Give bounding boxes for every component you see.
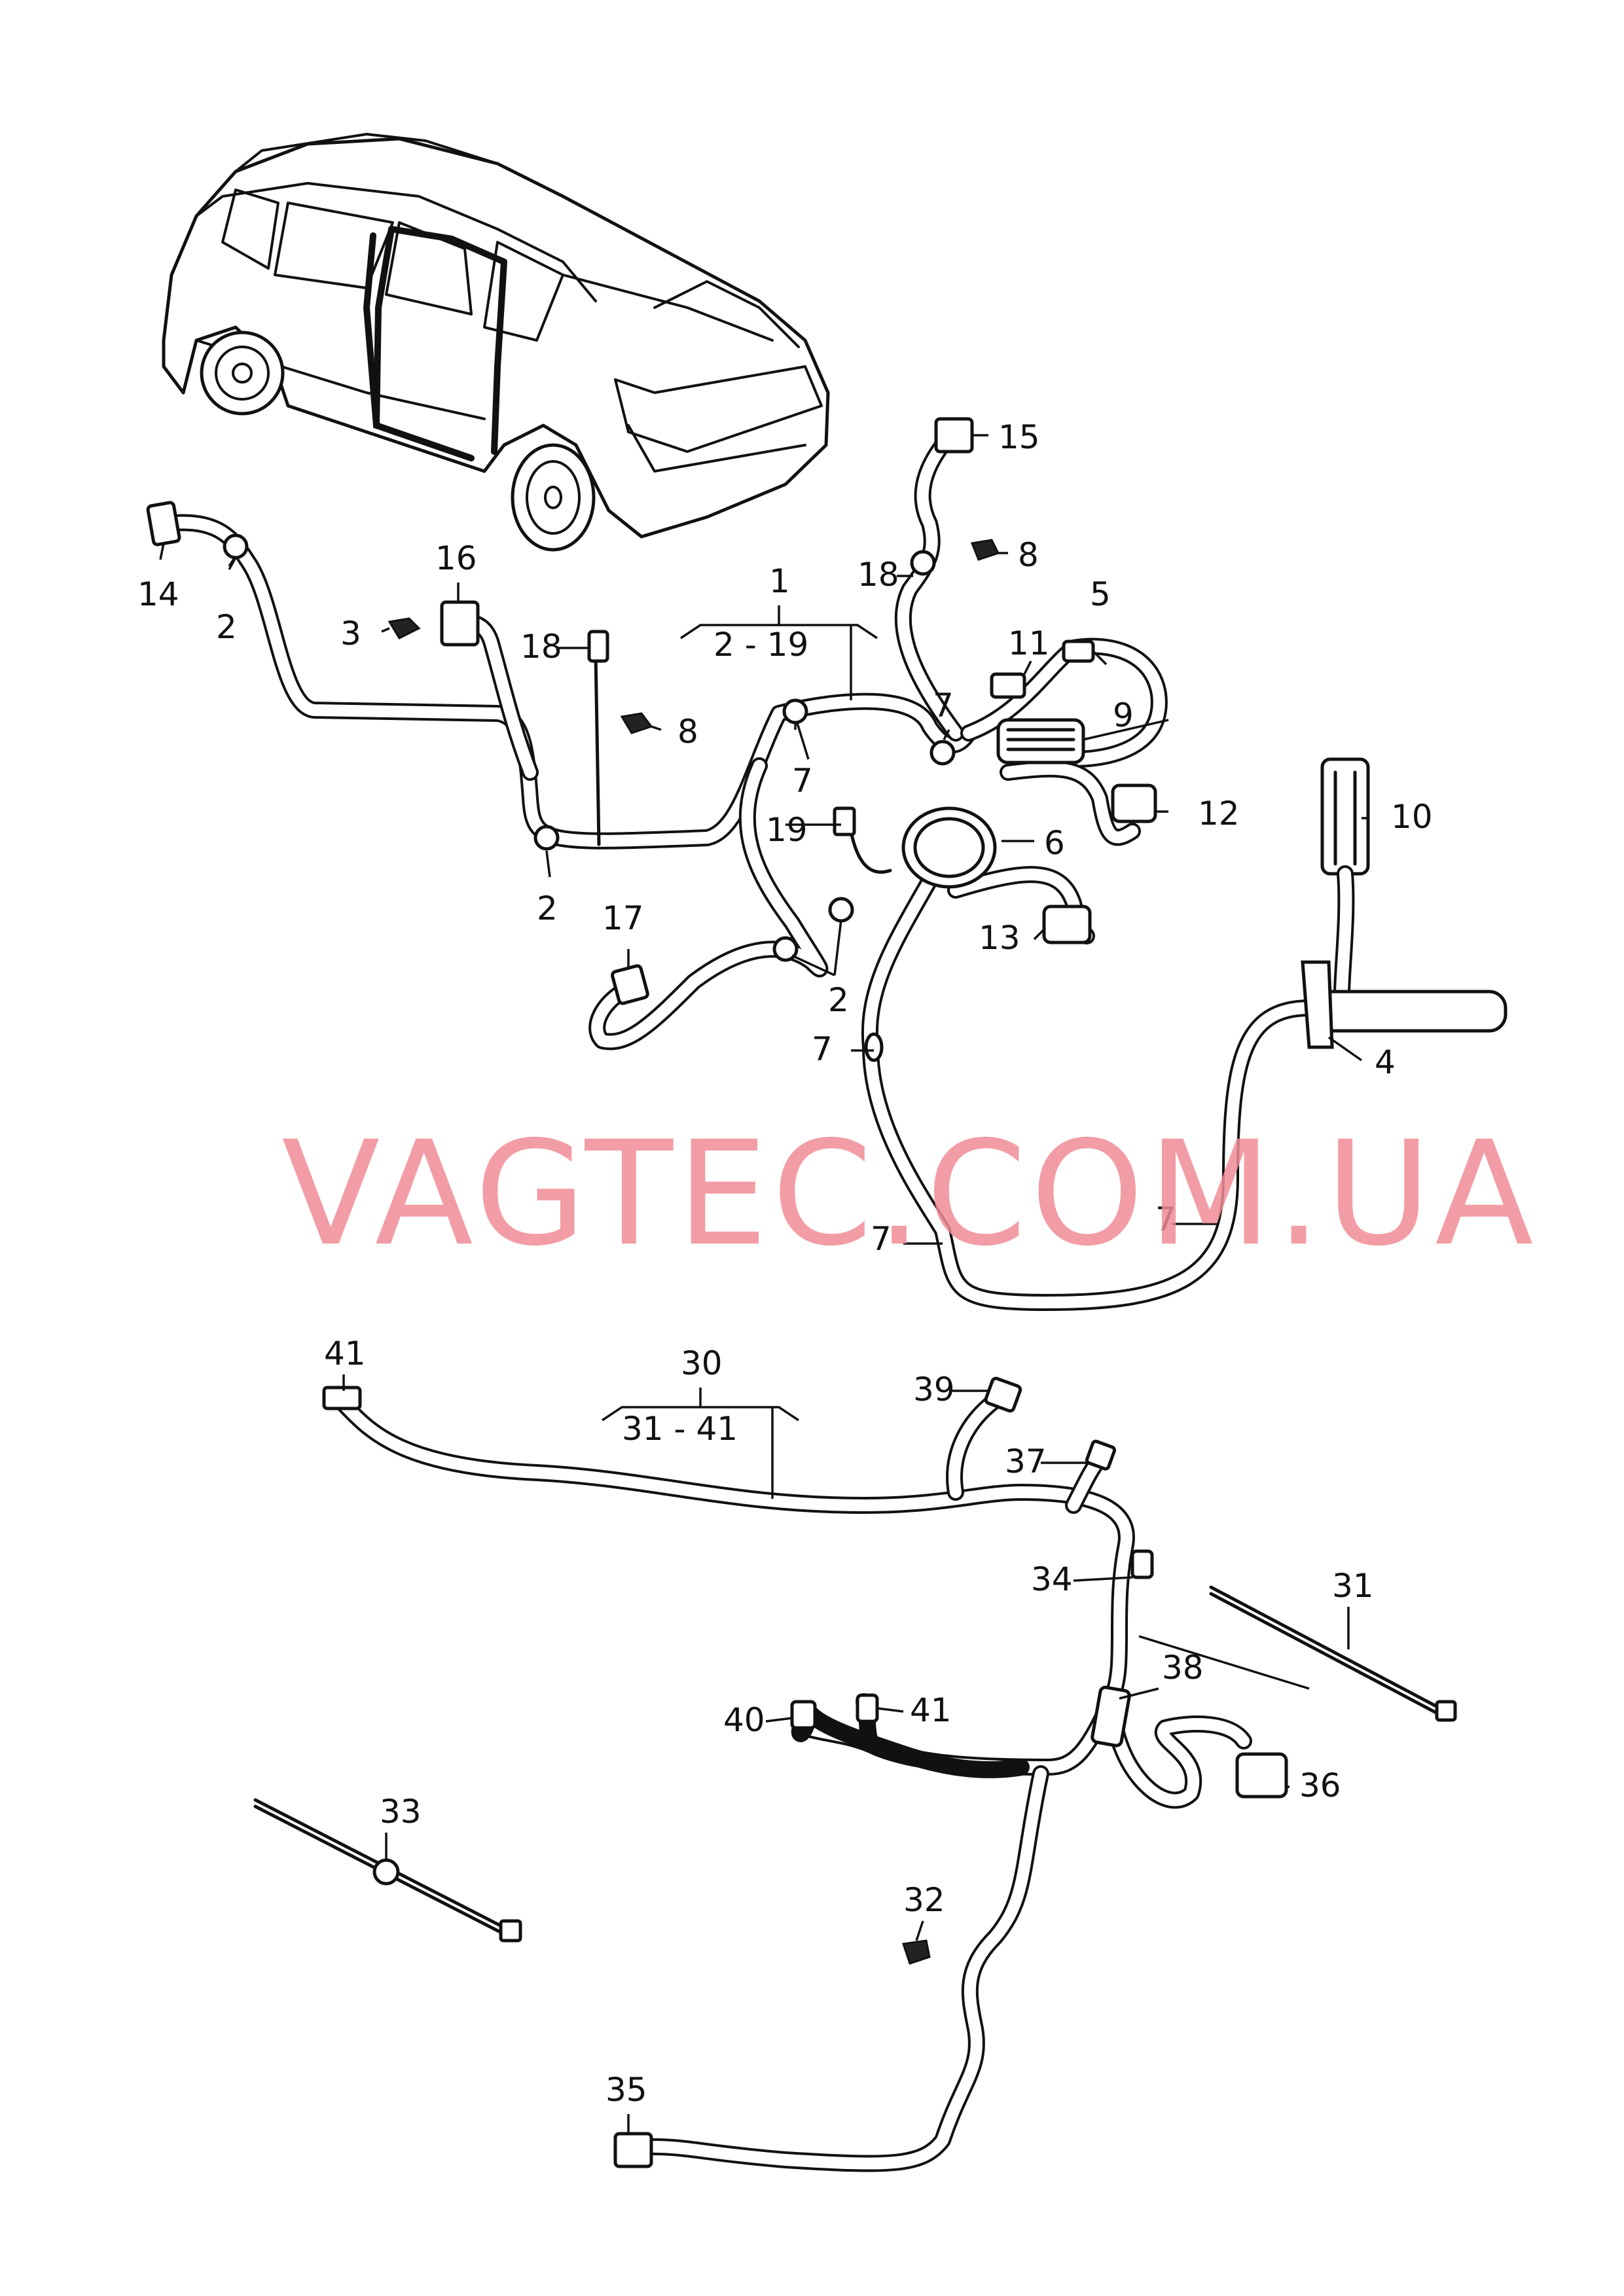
label-2-19: 2 - 19 (713, 626, 808, 664)
label-19: 19 (766, 811, 808, 849)
label-35: 35 (605, 2071, 647, 2109)
label-2-left: 2 (216, 608, 237, 646)
label-38: 38 (1162, 1649, 1204, 1687)
watermark-text: VAGTEC.COM.UA (281, 1110, 1538, 1278)
label-8-left: 8 (677, 713, 698, 751)
door-harness-main (146, 417, 1507, 1311)
label-4: 4 (1375, 1043, 1396, 1081)
label-30: 30 (681, 1344, 723, 1382)
label-10: 10 (1391, 798, 1433, 836)
label-1: 1 (769, 562, 790, 600)
label-7-lower-left: 7 (871, 1220, 892, 1258)
label-16: 16 (435, 539, 477, 577)
label-41-left: 41 (324, 1335, 366, 1372)
label-17: 17 (602, 899, 644, 937)
label-5: 5 (1090, 575, 1111, 613)
part-labels: 1 2 - 19 14 2 3 16 18 8 7 19 2 17 2 7 15… (137, 418, 1433, 2109)
label-18-right: 18 (857, 556, 899, 594)
leader-lines (159, 434, 1368, 2134)
label-2-mid: 2 (537, 889, 558, 927)
label-8-right: 8 (1018, 536, 1039, 574)
label-33: 33 (380, 1793, 422, 1831)
label-37: 37 (1005, 1443, 1047, 1480)
vehicle-illustration-icon (162, 133, 830, 552)
label-13: 13 (979, 919, 1020, 957)
label-34: 34 (1031, 1560, 1073, 1598)
label-7-lower-right: 7 (1155, 1200, 1176, 1238)
label-14: 14 (137, 575, 179, 613)
label-31-41: 31 - 41 (622, 1410, 738, 1448)
label-11: 11 (1008, 624, 1050, 662)
label-9: 9 (1113, 696, 1134, 734)
label-36: 36 (1299, 1767, 1341, 1804)
label-32: 32 (903, 1881, 945, 1919)
label-31: 31 (1332, 1567, 1374, 1605)
label-41-right: 41 (910, 1691, 952, 1729)
label-7-trunk: 7 (812, 1030, 833, 1068)
label-39: 39 (913, 1371, 955, 1408)
label-7-upper-right: 7 (933, 687, 954, 725)
label-2-lower: 2 (828, 981, 849, 1019)
label-12: 12 (1198, 795, 1240, 833)
label-15: 15 (998, 418, 1040, 456)
label-18-left: 18 (520, 628, 562, 666)
label-6: 6 (1044, 824, 1065, 862)
label-7-upper-left: 7 (792, 762, 813, 800)
door-harness-secondary (253, 1376, 1457, 2172)
label-3: 3 (340, 615, 361, 653)
label-40: 40 (723, 1701, 765, 1739)
